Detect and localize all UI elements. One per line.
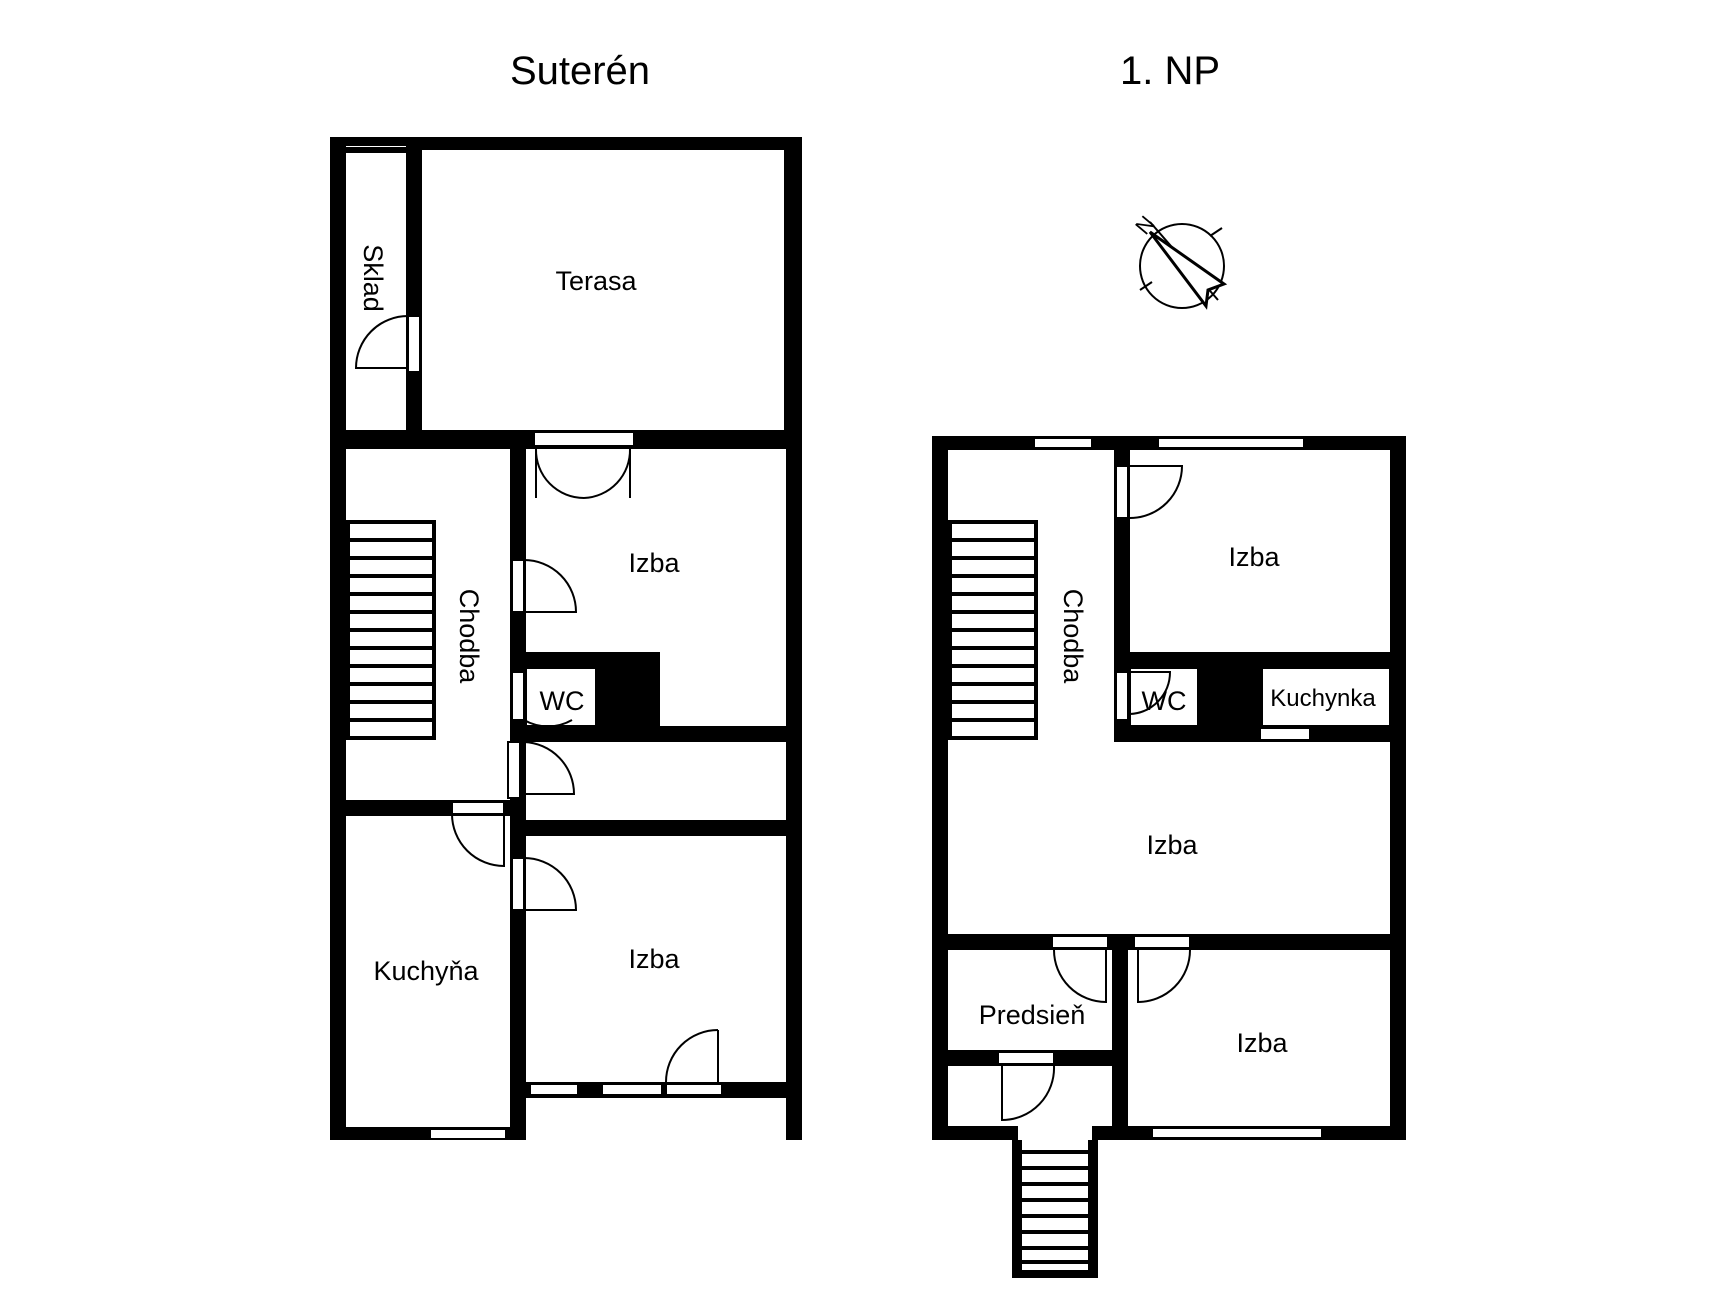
wall <box>346 147 406 153</box>
door <box>507 741 576 799</box>
door <box>1115 465 1184 519</box>
wc-shaft <box>596 652 660 732</box>
window <box>601 1083 663 1096</box>
wall <box>422 146 796 150</box>
door <box>511 671 573 728</box>
wall <box>1130 652 1390 668</box>
window <box>533 431 635 447</box>
wall <box>330 137 802 146</box>
window <box>997 1051 1055 1065</box>
door <box>511 857 578 911</box>
window <box>1133 935 1191 949</box>
room-label-kuchynka: Kuchynka <box>1270 685 1376 712</box>
wc-outline <box>525 667 597 727</box>
room-label-terasa: Terasa <box>555 266 637 296</box>
window <box>429 1128 507 1140</box>
door <box>511 559 578 613</box>
room-label-izba: Izba <box>1236 1028 1288 1058</box>
room-label-predsien: Predsieň <box>979 1000 1086 1030</box>
wall <box>1114 450 1130 740</box>
room-label-chodba: Chodba <box>1058 589 1088 685</box>
room-label-izba: Izba <box>1146 830 1198 860</box>
door <box>1115 671 1172 721</box>
room-label-chodba: Chodba <box>454 589 484 685</box>
basement-stairs <box>346 520 436 740</box>
ground-floor-title: 1. NP <box>1120 49 1220 93</box>
wall <box>526 652 596 668</box>
window <box>1033 437 1093 449</box>
north-arrow-icon: N <box>1130 211 1228 310</box>
door <box>1053 949 1107 1004</box>
room-label-wc: WC <box>540 686 585 716</box>
room-label-izba: Izba <box>628 548 680 578</box>
window <box>1259 727 1311 741</box>
wall <box>1390 436 1406 1140</box>
ground-floor-plan: Chodba Izba WC Kuchynka Izba Predsieň Iz… <box>932 436 1406 1278</box>
room-label-izba: Izba <box>628 944 680 974</box>
window <box>665 1083 723 1096</box>
window <box>1051 935 1109 949</box>
kitchenette-outline <box>1261 667 1391 727</box>
wc-outline <box>1129 667 1199 727</box>
door <box>451 801 505 868</box>
wall <box>526 1082 802 1098</box>
window <box>1157 437 1305 449</box>
basement-plan: Sklad Terasa Chodba Izba WC Kuchyňa Izba <box>330 137 802 1140</box>
wall <box>932 436 948 1140</box>
wall <box>526 726 786 742</box>
door <box>1137 949 1191 1004</box>
wall <box>1112 950 1128 1126</box>
door <box>1001 1065 1056 1122</box>
room-label-sklad: Sklad <box>358 244 388 312</box>
room-label-izba: Izba <box>1228 542 1280 572</box>
door <box>665 1029 719 1083</box>
wall <box>526 820 786 836</box>
wall <box>330 137 346 1140</box>
wall <box>1114 726 1390 742</box>
window <box>529 1083 579 1096</box>
room-label-kuchyna: Kuchyňa <box>373 956 479 986</box>
door <box>354 315 421 373</box>
basement-title: Suterén <box>510 49 650 93</box>
wall <box>932 1126 1018 1140</box>
wall <box>406 146 422 436</box>
entrance-stairs <box>1012 1140 1098 1278</box>
window <box>1151 1127 1323 1139</box>
wall <box>784 146 792 436</box>
door <box>534 448 632 499</box>
room-label-wc: WC <box>1142 686 1187 716</box>
ground-floor-stairs <box>948 520 1038 740</box>
